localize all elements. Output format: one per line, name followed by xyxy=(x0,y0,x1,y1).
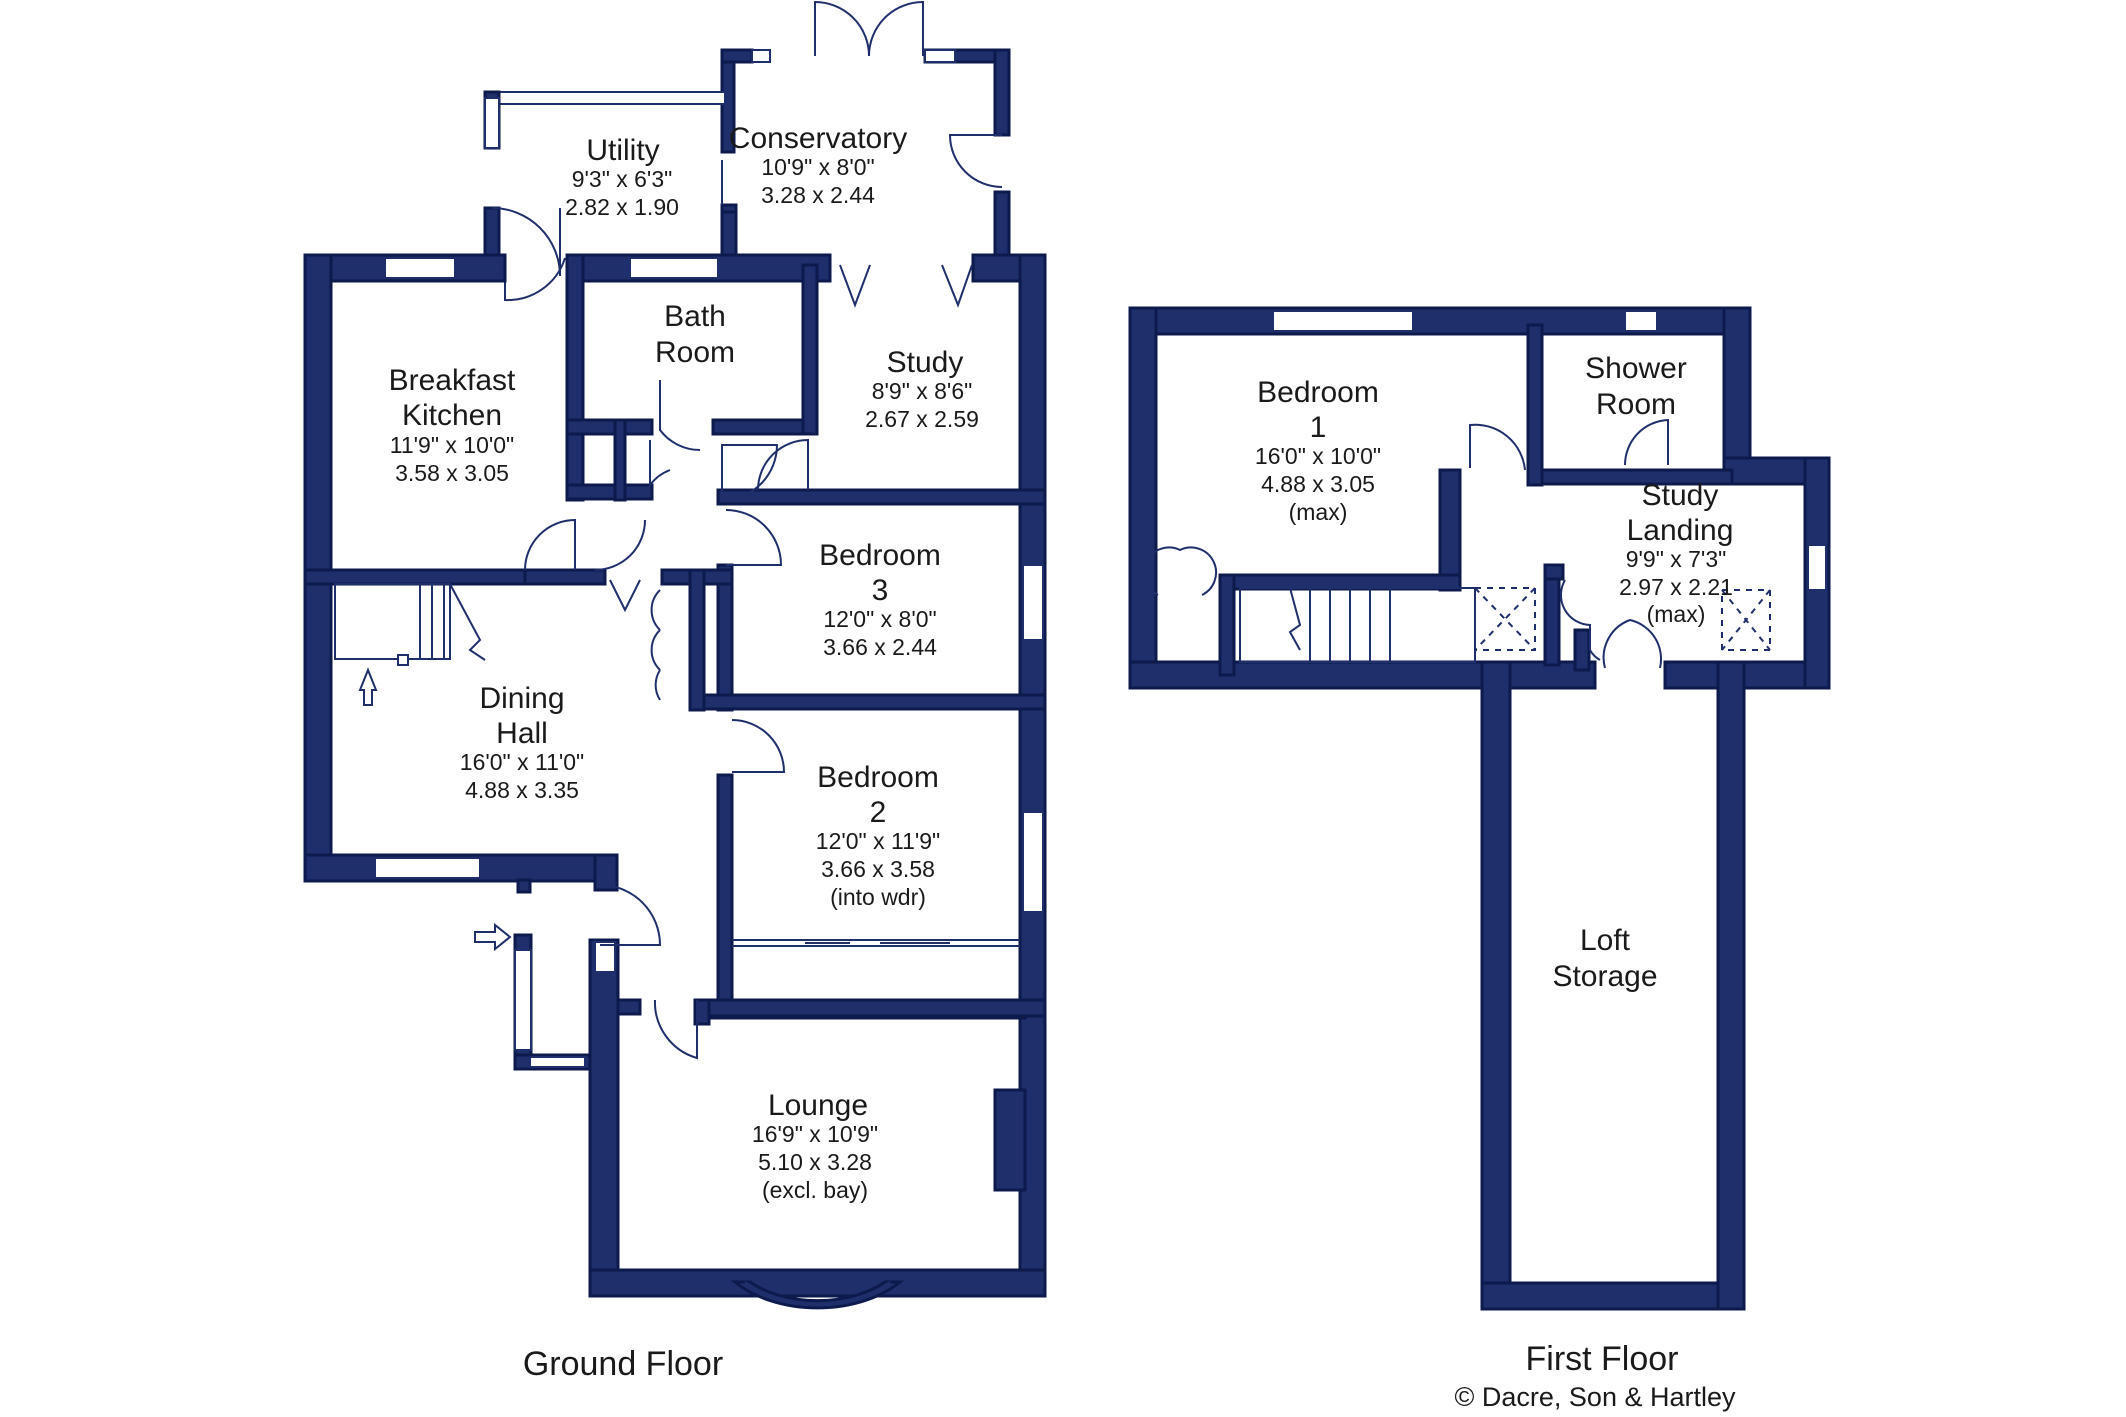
room-lounge-label: Lounge 16'9" x 10'9" 5.10 x 3.28 (excl. … xyxy=(752,1089,878,1203)
conservatory-walls xyxy=(720,48,1011,259)
room-loft-storage-label: Loft Storage xyxy=(1552,924,1657,993)
dining-metric: 4.88 x 3.35 xyxy=(465,777,579,803)
loft-name-line2: Storage xyxy=(1552,960,1657,993)
dining-name-line1: Dining xyxy=(479,682,564,715)
ground-floor-plan xyxy=(303,0,1047,1310)
bedroom2-metric: 3.66 x 3.58 xyxy=(821,856,935,882)
bedroom1-imperial: 16'0" x 10'0" xyxy=(1255,443,1381,469)
skylight-1 xyxy=(1474,587,1536,651)
skylight-2 xyxy=(1721,589,1771,651)
room-utility-label: Utility 9'3" x 6'3" 2.82 x 1.90 xyxy=(565,134,679,220)
kitchen-name-line2: Kitchen xyxy=(402,399,502,432)
room-bathroom-label: Bath Room xyxy=(655,300,735,369)
utility-name: Utility xyxy=(586,134,659,167)
bedroom3-metric: 3.66 x 2.44 xyxy=(823,634,937,660)
lounge-bay-window xyxy=(730,1280,905,1310)
first-floor-plan xyxy=(1128,306,1831,1311)
copyright-notice: © Dacre, Son & Hartley xyxy=(1455,1382,1736,1412)
room-bedroom-2-label: Bedroom 2 12'0" x 11'9" 3.66 x 3.58 (int… xyxy=(816,761,940,910)
room-conservatory-label: Conservatory 10'9" x 8'0" 3.28 x 2.44 xyxy=(729,122,907,208)
ground-floor-staircase xyxy=(334,583,486,706)
bedroom3-imperial: 12'0" x 8'0" xyxy=(823,606,936,632)
utility-door-arc xyxy=(491,207,561,277)
shower-name-line1: Shower xyxy=(1585,352,1687,385)
first-floor-doors xyxy=(1142,418,1669,669)
landing-imperial: 9'9" x 7'3" xyxy=(1626,546,1727,572)
study-imperial: 8'9" x 8'6" xyxy=(872,378,973,404)
bedroom2-imperial: 12'0" x 11'9" xyxy=(816,828,940,854)
bedroom2-name-line1: Bedroom xyxy=(817,761,939,794)
conservatory-metric: 3.28 x 2.44 xyxy=(761,182,875,208)
room-shower-room-label: Shower Room xyxy=(1585,352,1687,421)
bathroom-name-line2: Room xyxy=(655,336,735,369)
room-study-landing-label: Study Landing 9'9" x 7'3" 2.97 x 2.21 (m… xyxy=(1619,479,1733,627)
room-bedroom-3-label: Bedroom 3 12'0" x 8'0" 3.66 x 2.44 xyxy=(819,539,941,660)
lounge-name: Lounge xyxy=(768,1089,868,1122)
lounge-note: (excl. bay) xyxy=(762,1177,868,1203)
room-breakfast-kitchen-label: Breakfast Kitchen 11'9" x 10'0" 3.58 x 3… xyxy=(389,364,516,486)
kitchen-metric: 3.58 x 3.05 xyxy=(395,460,509,486)
conservatory-imperial: 10'9" x 8'0" xyxy=(761,154,874,180)
bedroom1-metric: 4.88 x 3.05 xyxy=(1261,471,1375,497)
bathroom-name-line1: Bath xyxy=(664,300,726,333)
study-name: Study xyxy=(887,346,964,379)
landing-metric: 2.97 x 2.21 xyxy=(1619,574,1733,600)
landing-name-line1: Study xyxy=(1642,479,1719,512)
kitchen-name-line1: Breakfast xyxy=(389,364,516,397)
room-dining-hall-label: Dining Hall 16'0" x 11'0" 4.88 x 3.35 xyxy=(460,682,584,803)
first-floor-outer-walls xyxy=(1128,306,1831,1311)
lounge-imperial: 16'9" x 10'9" xyxy=(752,1121,878,1147)
room-bedroom-1-label: Bedroom 1 16'0" x 10'0" 4.88 x 3.05 (max… xyxy=(1255,376,1381,525)
room-study-label: Study 8'9" x 8'6" 2.67 x 2.59 xyxy=(865,346,979,432)
landing-name-line2: Landing xyxy=(1627,514,1734,547)
first-floor-title: First Floor xyxy=(1526,1340,1679,1378)
study-metric: 2.67 x 2.59 xyxy=(865,406,979,432)
bedroom2-note: (into wdr) xyxy=(830,884,926,910)
loft-name-line1: Loft xyxy=(1580,924,1631,957)
dining-imperial: 16'0" x 11'0" xyxy=(460,749,584,775)
first-floor-staircase xyxy=(1239,587,1476,663)
bedroom2-name-line2: 2 xyxy=(870,796,887,829)
kitchen-imperial: 11'9" x 10'0" xyxy=(390,432,514,458)
dining-name-line2: Hall xyxy=(496,717,548,750)
ground-floor-title: Ground Floor xyxy=(523,1345,723,1383)
conservatory-door-arc xyxy=(814,0,870,57)
ground-floor-doors xyxy=(524,264,973,1060)
bedroom3-name-line1: Bedroom xyxy=(819,539,941,572)
shower-name-line2: Room xyxy=(1596,388,1676,421)
landing-note: (max) xyxy=(1647,601,1706,627)
lounge-metric: 5.10 x 3.28 xyxy=(758,1149,872,1175)
bedroom3-name-line2: 3 xyxy=(872,574,889,607)
bedroom1-note: (max) xyxy=(1289,499,1348,525)
entrance-arrow-icon xyxy=(474,922,512,952)
conservatory-name: Conservatory xyxy=(729,122,907,155)
bedroom1-name-line2: 1 xyxy=(1310,411,1327,444)
utility-imperial: 9'3" x 6'3" xyxy=(572,166,673,192)
utility-metric: 2.82 x 1.90 xyxy=(565,194,679,220)
bedroom1-name-line1: Bedroom xyxy=(1257,376,1379,409)
ground-floor-interior-walls xyxy=(303,253,1047,1026)
